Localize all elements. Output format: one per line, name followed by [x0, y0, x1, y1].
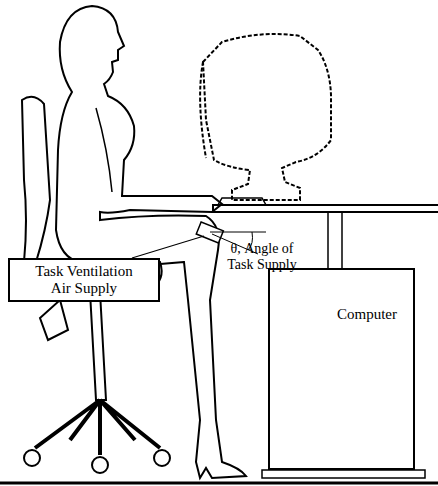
chair-base	[35, 400, 160, 455]
chair-bracket	[40, 300, 68, 340]
desk-base	[262, 470, 425, 478]
keyboard	[218, 198, 266, 205]
angle-label: θ, Angle of Task Supply	[216, 241, 308, 273]
woman-silhouette	[56, 6, 246, 478]
computer-box: Computer	[268, 268, 415, 470]
leader-line	[132, 236, 204, 258]
horizontal-reference	[210, 232, 266, 233]
monitor-outline	[203, 34, 331, 200]
chair-wheel	[92, 457, 108, 473]
callout-box: Task Ventilation Air Supply	[8, 258, 160, 302]
node-label: Computer	[270, 306, 397, 323]
arm-line	[96, 108, 112, 192]
chair-wheel	[154, 450, 170, 466]
desk-leg	[327, 212, 329, 270]
chair-wheel	[24, 450, 40, 466]
monitor-screen	[200, 62, 206, 158]
floor-line	[0, 482, 438, 485]
node-label: Task Ventilation Air Supply	[32, 263, 136, 297]
chair-back	[22, 97, 50, 262]
desk-leg	[341, 212, 343, 270]
chair-stem	[90, 292, 106, 400]
desk-top	[213, 205, 438, 212]
